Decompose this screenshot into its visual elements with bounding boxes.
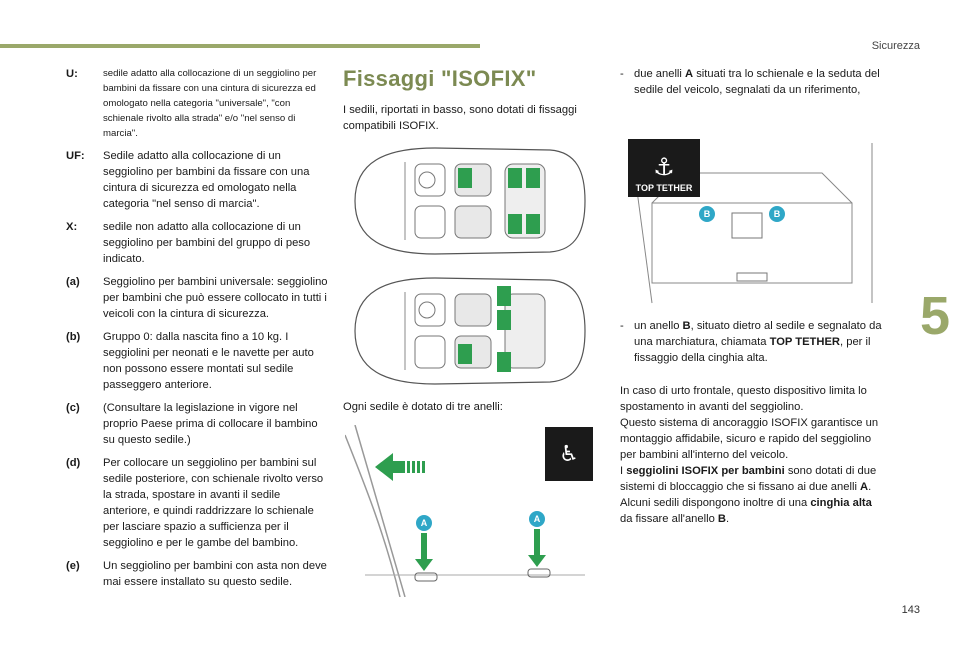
rings-text: Ogni sedile è dotato di tre anelli: [343, 401, 503, 413]
svg-text:♿: ♿ [559, 442, 579, 467]
bullet-anchor-a: - due anelli A situati tra lo schienale … [620, 68, 880, 96]
svg-text:A: A [534, 514, 541, 524]
section-title: Sicurezza [871, 40, 920, 52]
page-number: 143 [901, 604, 920, 616]
svg-text:A: A [421, 518, 428, 528]
explanation-text: In caso di urto frontale, questo disposi… [620, 385, 879, 525]
intro-text: I sedili, riportati in basso, sono dotat… [343, 104, 577, 132]
bullet-anchor-b: - un anello B, situato dietro al sedile … [620, 320, 882, 364]
legend-item: (c)(Consultare la legislazione in vigore… [66, 402, 318, 446]
car-top-view-illustration-2 [345, 272, 590, 390]
isofix-column: Fissaggi "ISOFIX" I sedili, riportati in… [343, 66, 605, 134]
isofix-anchor-illustration: ♿ A A [345, 425, 595, 597]
chapter-number: 5 [919, 286, 950, 346]
svg-text:B: B [704, 209, 711, 219]
car-top-view-illustration-1 [345, 142, 590, 260]
header-bar [0, 44, 480, 48]
svg-text:⚓: ⚓ [653, 153, 675, 181]
legend-item: (d)Per collocare un seggiolino per bambi… [66, 457, 324, 549]
legend-item: (e)Un seggiolino per bambini con asta no… [66, 560, 327, 588]
legend-column: U:sedile adatto alla collocazione di un … [66, 66, 328, 597]
legend-item: UF:Sedile adatto alla collocazione di un… [66, 150, 310, 210]
top-tether-label: TOP TETHER [636, 183, 693, 193]
svg-text:B: B [774, 209, 781, 219]
legend-item: (a)Seggiolino per bambini universale: se… [66, 276, 328, 320]
page-title: Fissaggi "ISOFIX" [343, 66, 537, 91]
legend-item: (b)Gruppo 0: dalla nascita fino a 10 kg.… [66, 331, 314, 391]
trunk-illustration: ⚓ TOP TETHER B B [622, 133, 882, 305]
legend-item: X:sedile non adatto alla collocazione di… [66, 221, 311, 265]
details-column: - due anelli A situati tra lo schienale … [620, 66, 882, 98]
legend-item: U:sedile adatto alla collocazione di un … [66, 68, 317, 139]
